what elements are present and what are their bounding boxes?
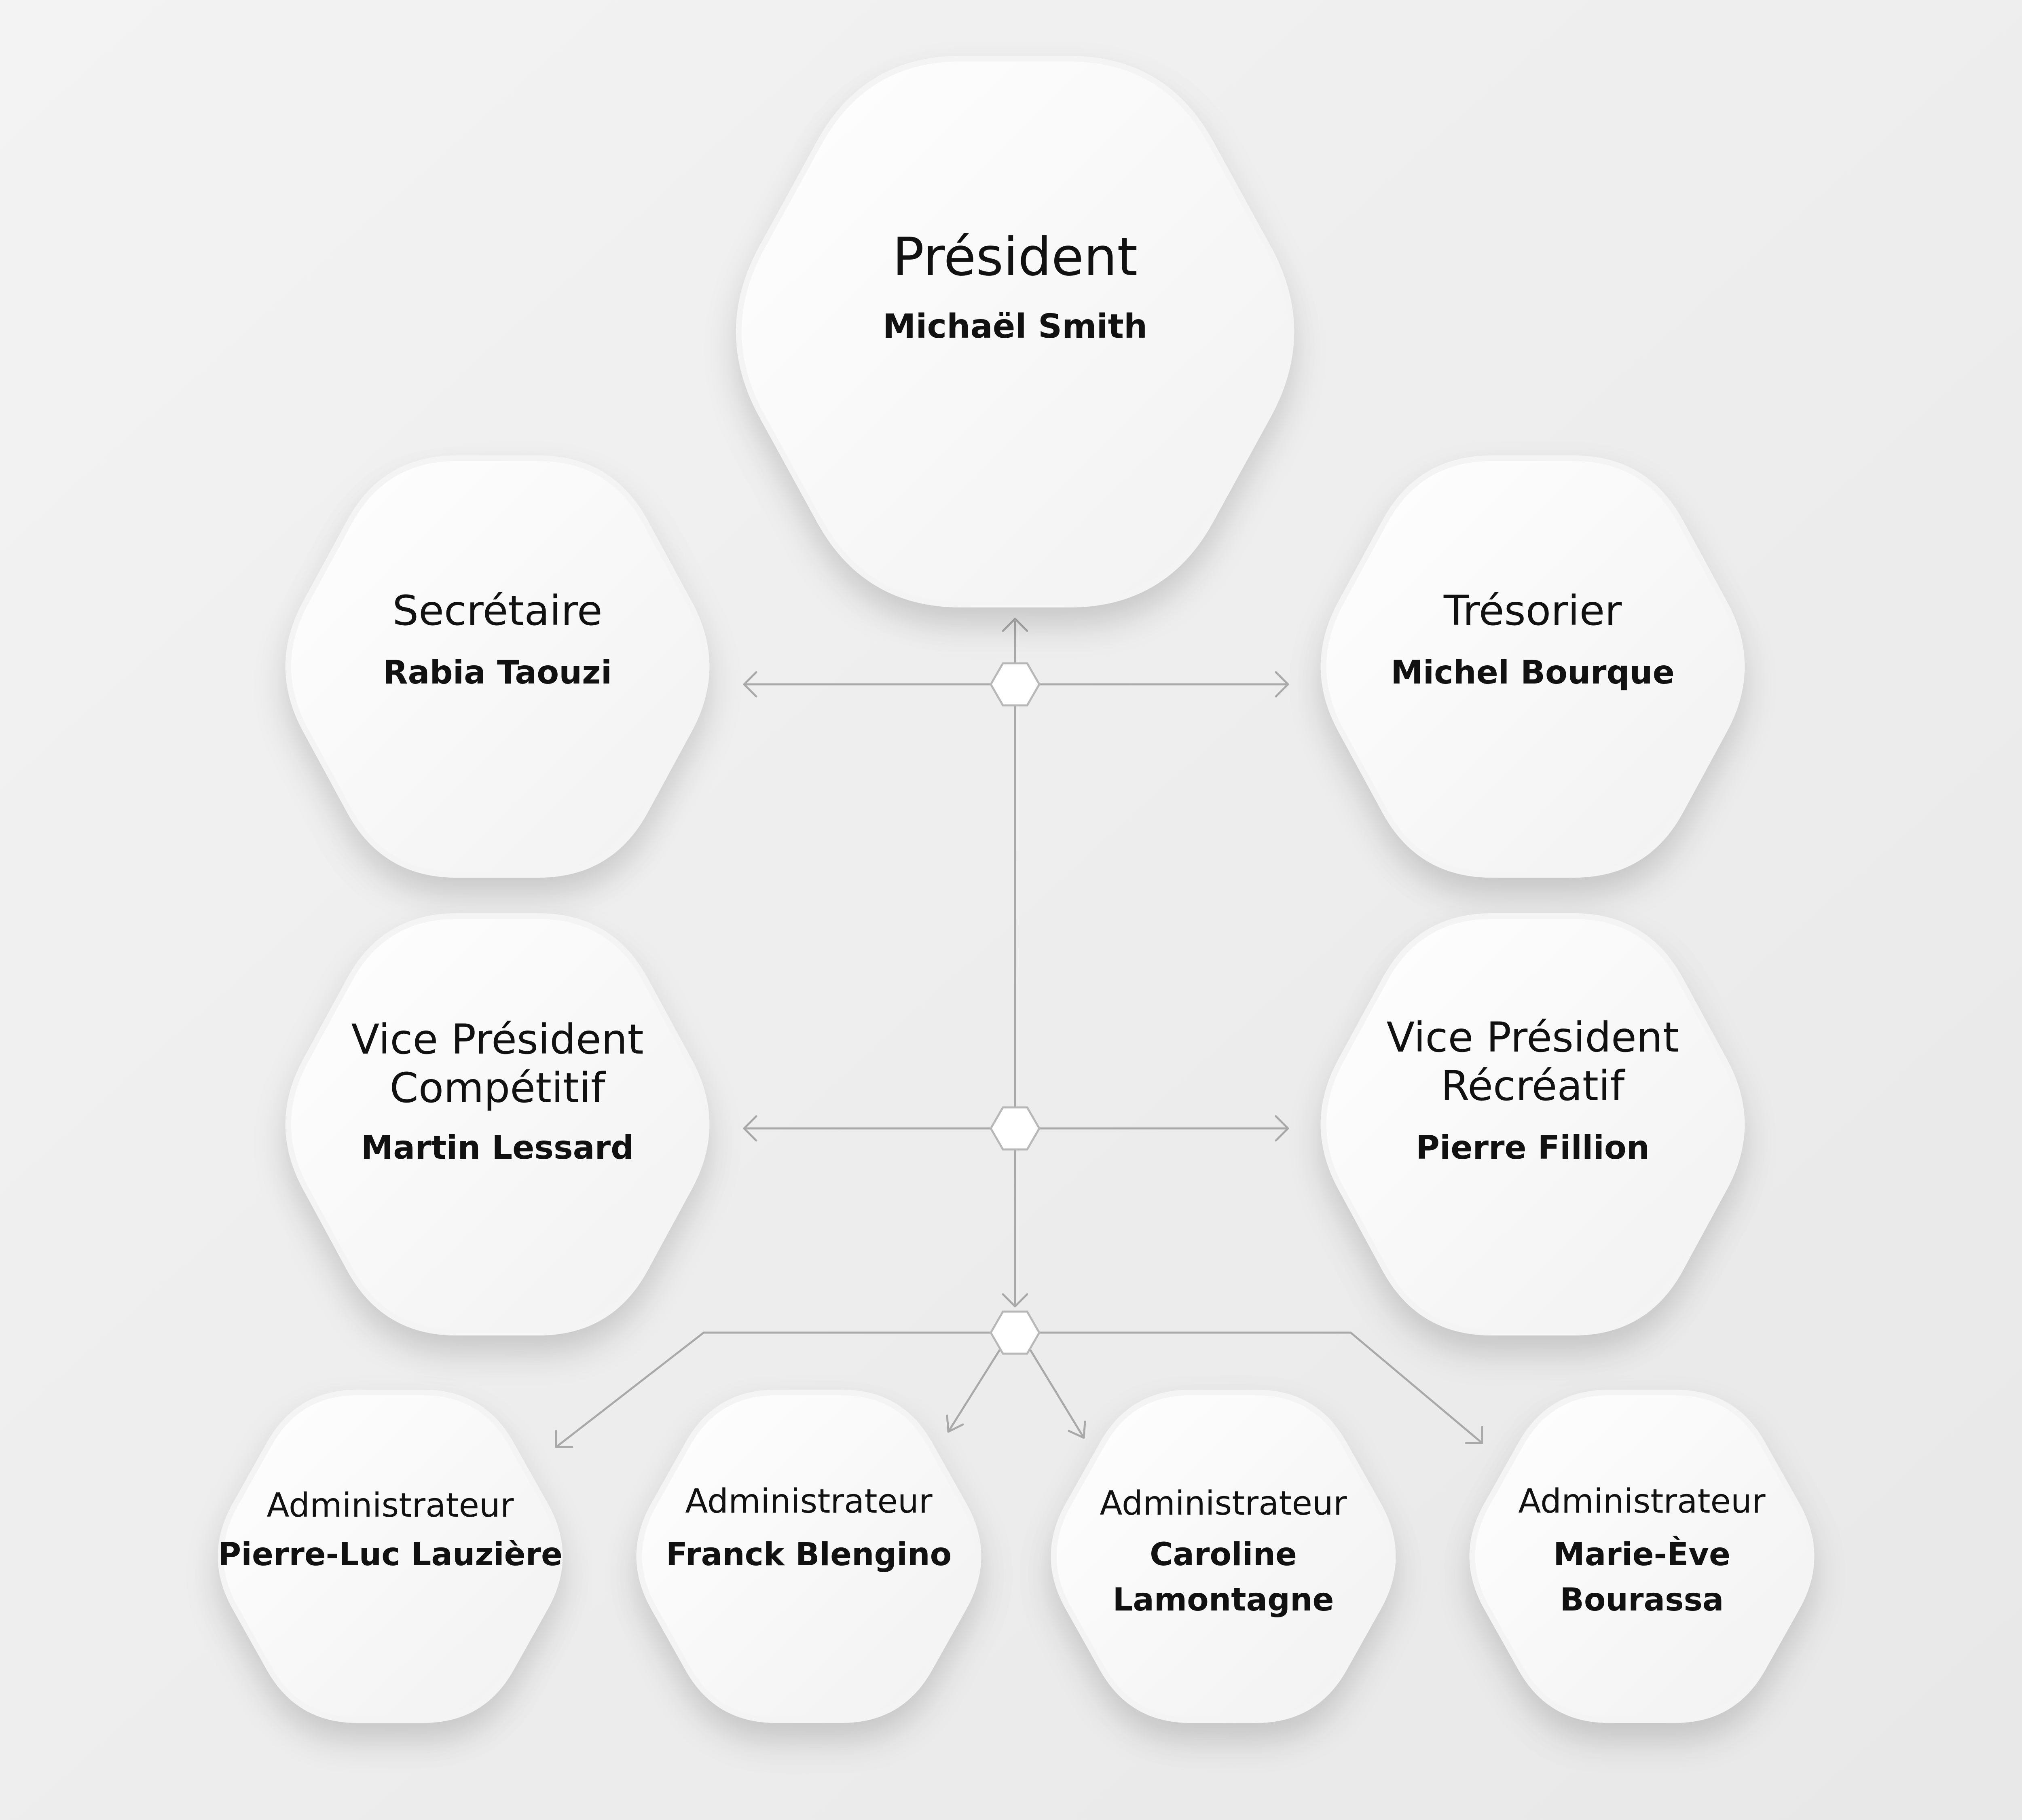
role-title: Compétitif [389,1064,606,1112]
role-title: Administrateur [266,1486,514,1525]
person-name: Bourassa [1560,1582,1724,1618]
role-title: Administrateur [1100,1484,1347,1523]
hexagon-card [1320,455,1745,878]
person-name: Martin Lessard [361,1129,634,1166]
role-title: Secrétaire [392,587,602,635]
hexagon-card [1469,1390,1815,1723]
branch-line-admin1 [555,1331,991,1448]
arrow-right-vp-recreatif [1275,1115,1289,1142]
branch-line-admin4 [1039,1331,1483,1444]
role-title: Trésorier [1443,587,1622,635]
branch-line-admin2 [947,1344,1004,1433]
person-name: Franck Blengino [666,1536,952,1573]
person-name: Lamontagne [1113,1582,1334,1618]
arrow-left-vp-competitif [743,1115,757,1142]
person-name: Michel Bourque [1391,654,1675,691]
person-name: Caroline [1150,1536,1297,1573]
arrow-admin2 [946,1414,964,1433]
hexagon-card [218,1390,563,1723]
role-title: Administrateur [685,1482,933,1521]
person-name: Pierre-Luc Lauzière [218,1536,563,1573]
connectors [555,618,1483,1448]
branch-line-admin3 [1026,1344,1085,1439]
role-title: Administrateur [1518,1482,1766,1521]
hexagon-card [1051,1390,1396,1723]
junction-hexagon [990,1310,1041,1355]
arrow-up-president [1002,618,1028,632]
junction-hexagon [990,662,1041,707]
hexagon-card [1320,913,1745,1335]
hexagon-card [636,1390,981,1723]
person-name: Marie-Ève [1553,1536,1730,1573]
hexagon-card [285,913,710,1335]
hexagon-card [736,56,1294,607]
role-title: Vice Président [1387,1014,1679,1062]
junction-hexagon [990,1106,1041,1151]
role-title: Récréatif [1441,1062,1625,1110]
hexagon-card [285,455,710,878]
arrow-admin4 [1465,1426,1483,1444]
arrow-admin1 [555,1430,573,1448]
arrow-left-secretaire [743,671,757,698]
arrow-right-tresorier [1275,671,1289,698]
person-name: Michaël Smith [883,307,1147,346]
role-title: Président [893,226,1138,288]
role-title: Vice Président [351,1016,644,1064]
arrow-admin3 [1068,1420,1086,1439]
person-name: Pierre Fillion [1416,1129,1650,1166]
arrow-down-admins [1002,1293,1028,1308]
person-name: Rabia Taouzi [383,654,612,691]
